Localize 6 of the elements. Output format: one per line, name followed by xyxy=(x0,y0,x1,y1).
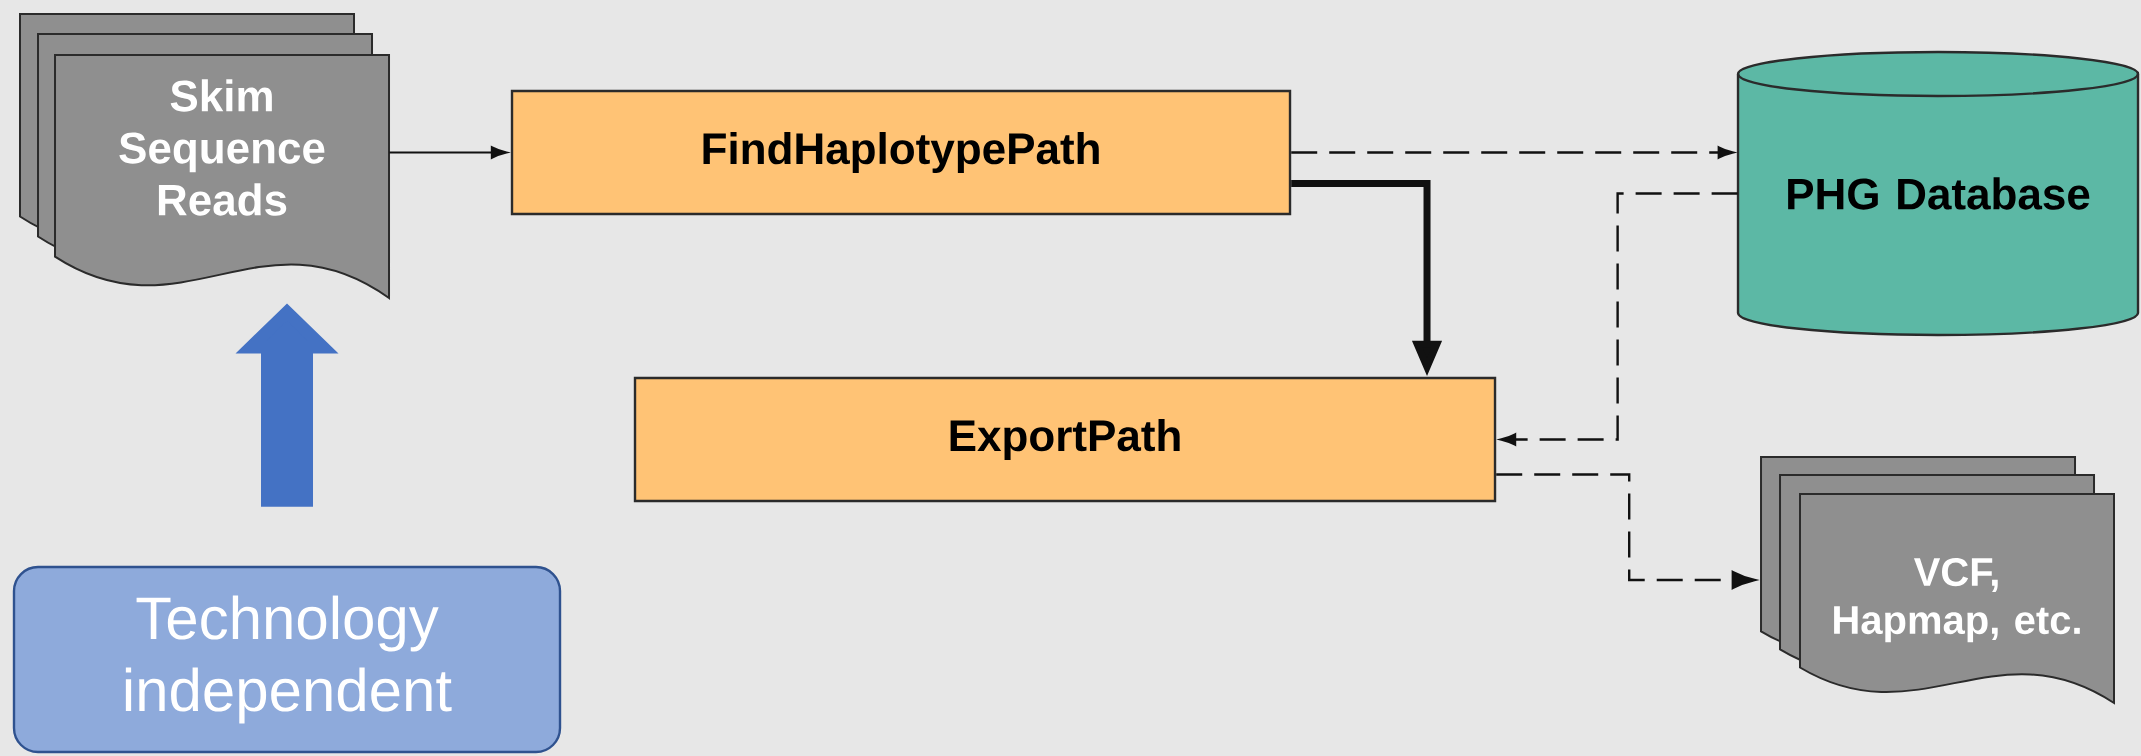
rounded-box: Technology independent xyxy=(12,565,562,754)
document-stack: Skim Sequence Reads xyxy=(19,13,390,299)
document-stack: VCF, Hapmap, etc. xyxy=(1760,456,2116,704)
database-cylinder: PHG Database xyxy=(1736,50,2140,337)
process-box: FindHaplotypePath xyxy=(510,89,1292,216)
process-box: ExportPath xyxy=(633,376,1497,503)
